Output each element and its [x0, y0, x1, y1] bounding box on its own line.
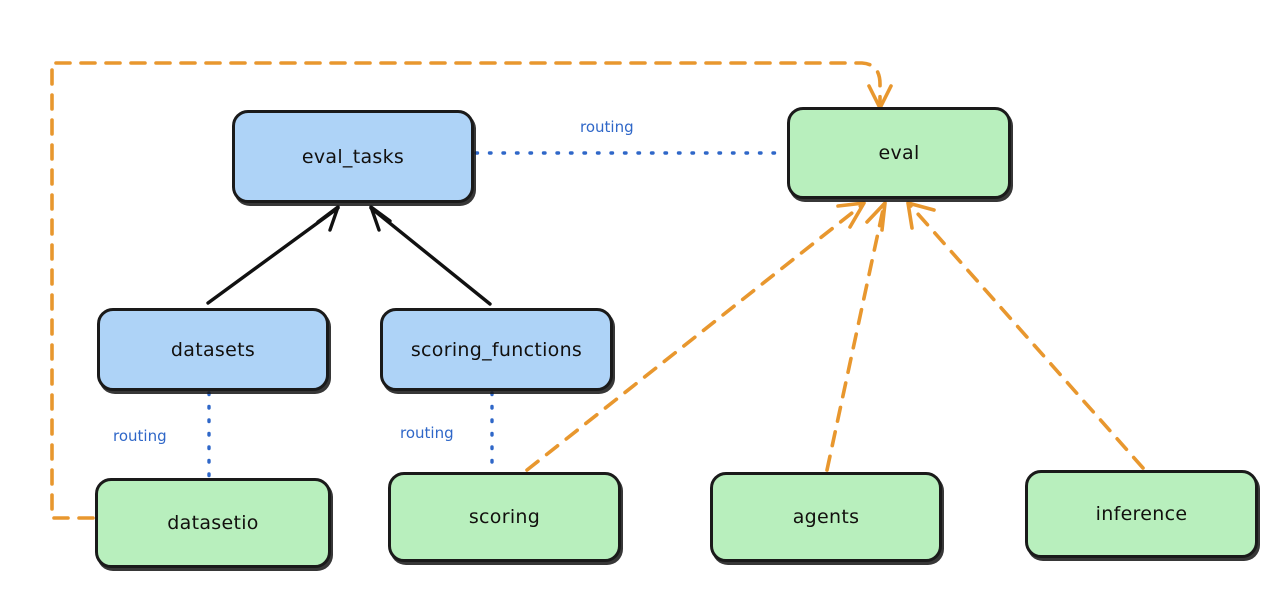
edge-scoring-to-eval	[525, 201, 866, 472]
node-datasets[interactable]: datasets	[97, 308, 329, 391]
node-agents-label: agents	[792, 506, 860, 528]
node-eval[interactable]: eval	[787, 107, 1011, 199]
node-scoring-functions[interactable]: scoring_functions	[380, 308, 613, 391]
node-scoring[interactable]: scoring	[388, 472, 621, 562]
node-eval-tasks-label: eval_tasks	[301, 145, 405, 168]
edge-datasets-to-eval-tasks	[206, 205, 340, 305]
edge-label-routing-datasets: routing	[113, 427, 167, 445]
node-datasetio[interactable]: datasetio	[95, 478, 331, 568]
node-scoring-label: scoring	[468, 506, 541, 528]
node-datasets-label: datasets	[170, 338, 256, 361]
node-inference[interactable]: inference	[1025, 470, 1258, 558]
edge-scoring-functions-to-eval-tasks	[369, 205, 492, 306]
edge-agents-to-eval	[825, 201, 887, 472]
edge-inference-to-eval	[906, 201, 1145, 470]
node-eval-tasks[interactable]: eval_tasks	[232, 110, 474, 203]
node-eval-label: eval	[878, 142, 920, 164]
edge-label-routing-scoring-functions: routing	[400, 424, 454, 442]
node-datasetio-label: datasetio	[167, 512, 259, 534]
node-scoring-functions-label: scoring_functions	[410, 338, 583, 361]
edge-datasetio-to-eval	[50, 61, 893, 520]
edge-label-routing-eval-tasks: routing	[580, 118, 634, 136]
node-agents[interactable]: agents	[710, 472, 942, 562]
node-inference-label: inference	[1095, 503, 1188, 525]
